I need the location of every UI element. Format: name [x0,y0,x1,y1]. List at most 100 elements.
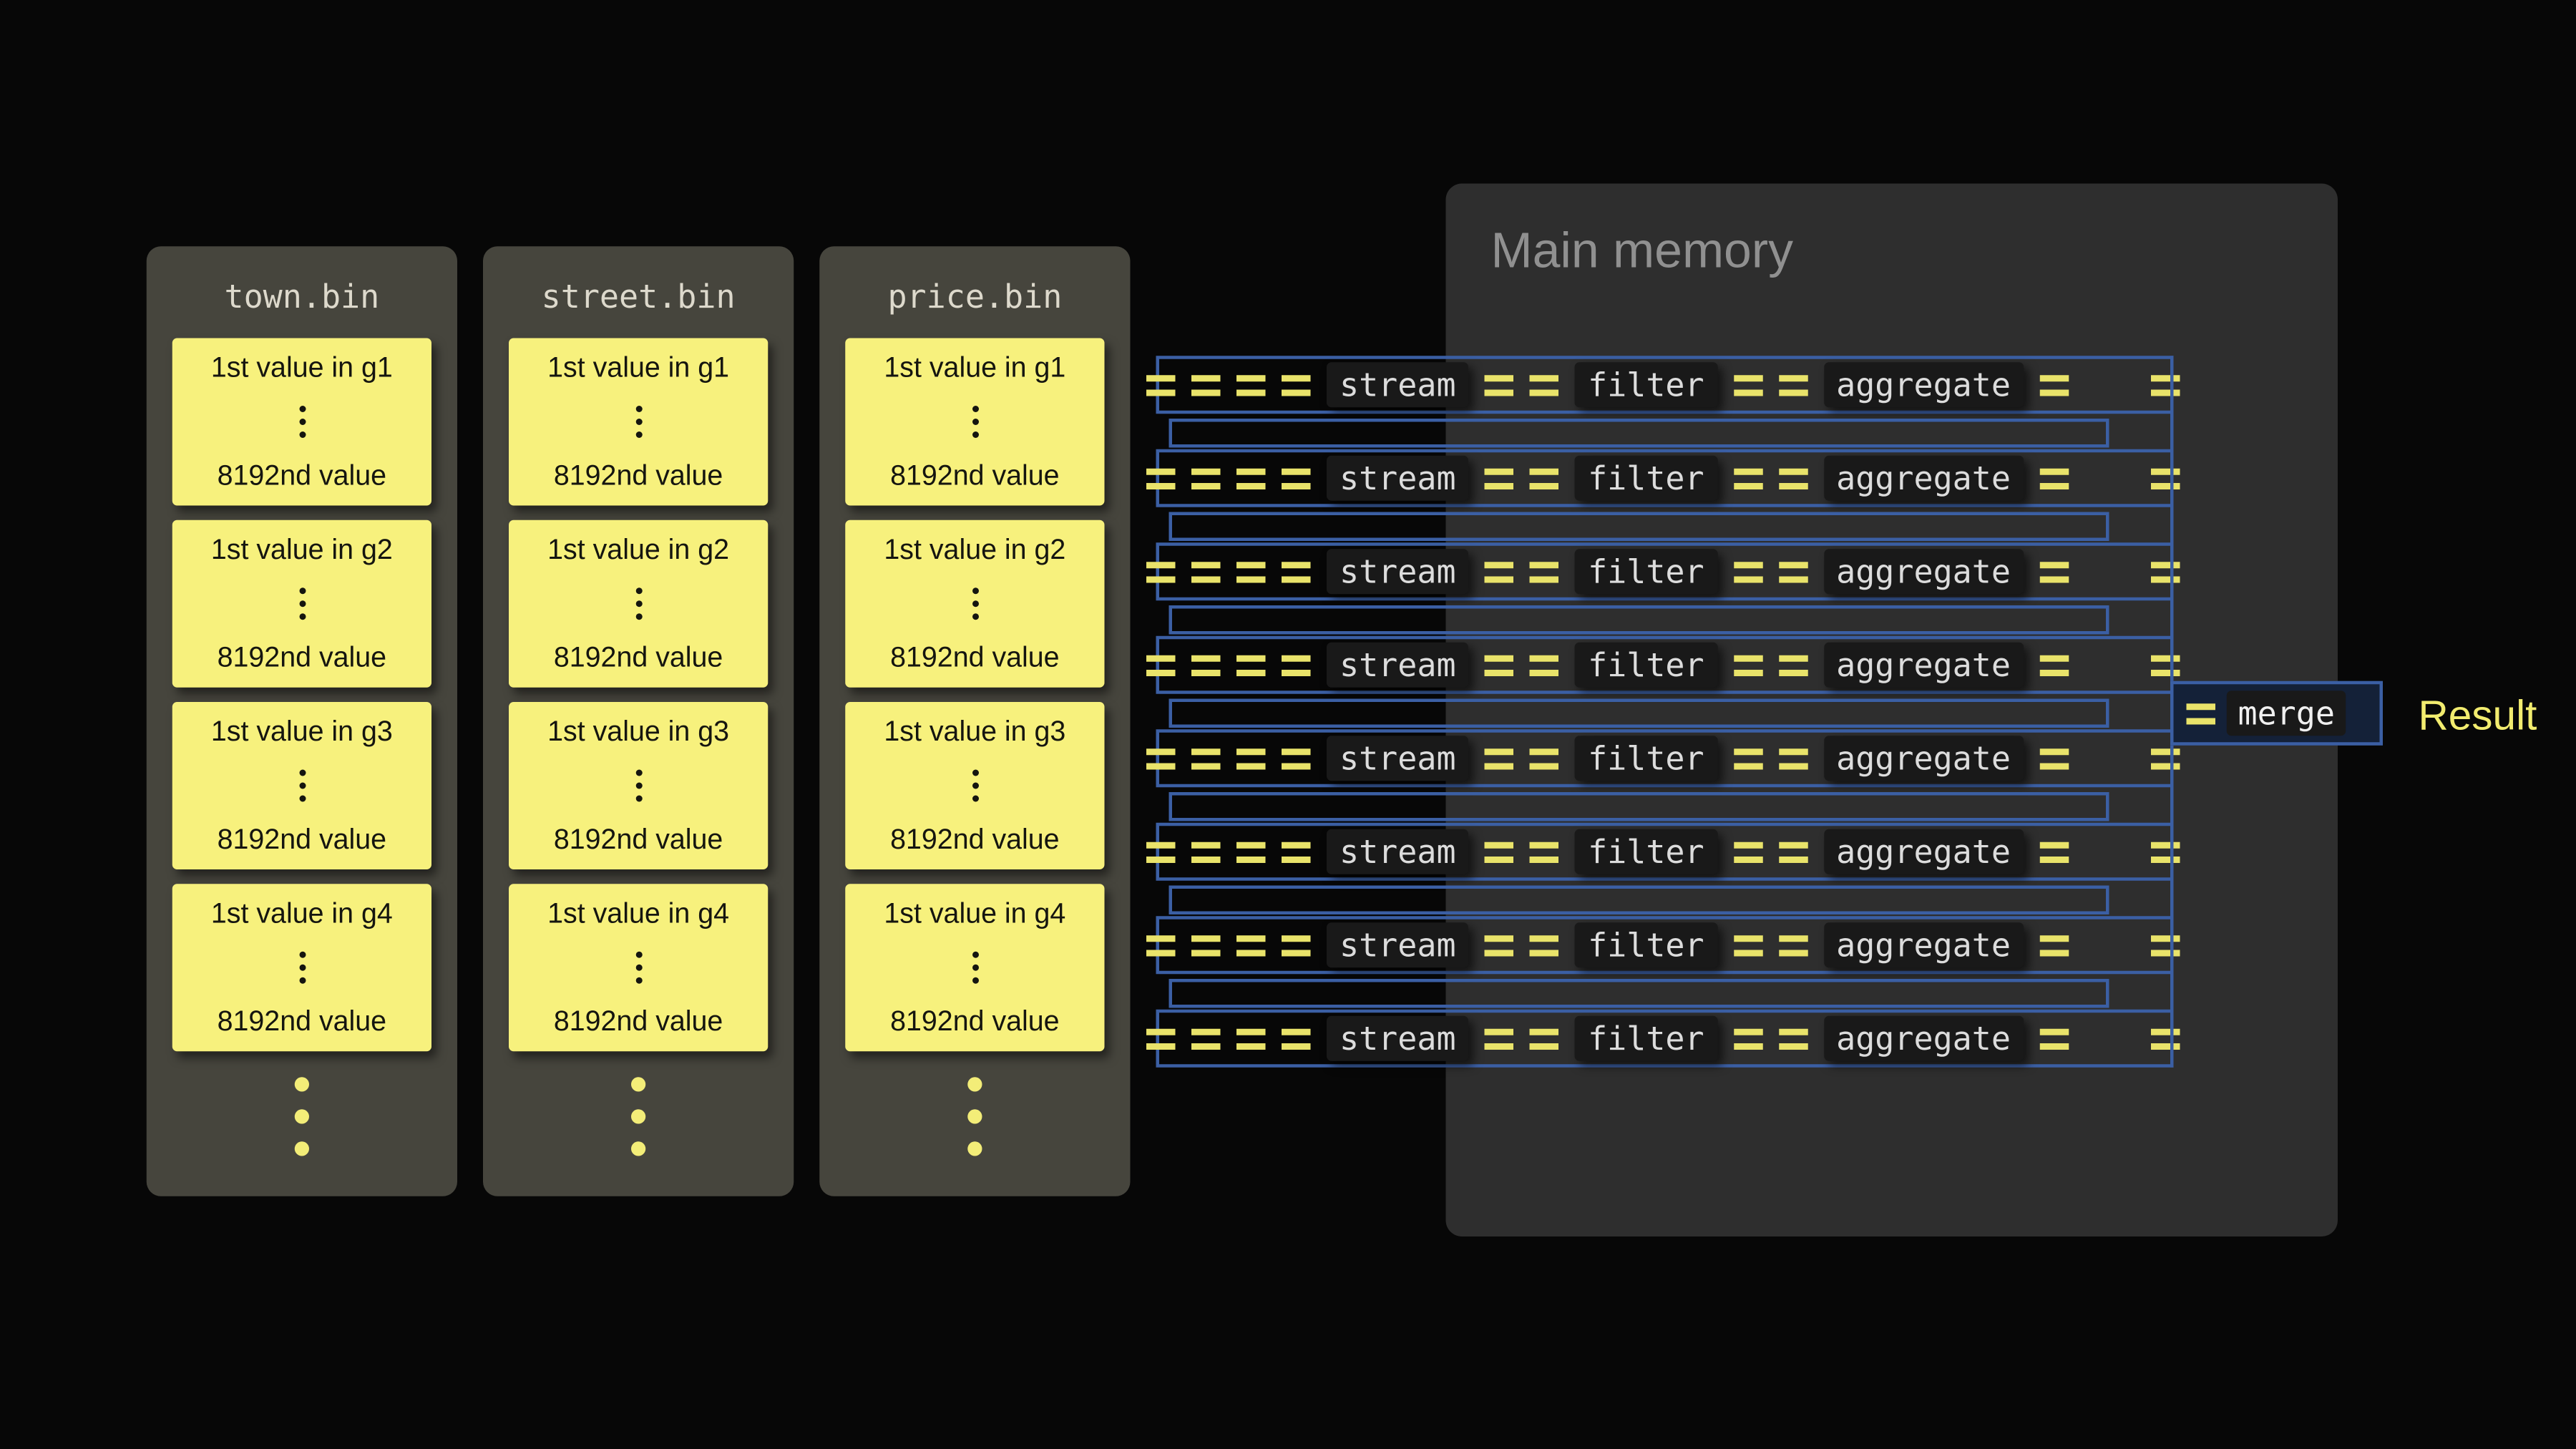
dash-icon [1485,654,1514,675]
merge-label: merge [2226,691,2346,736]
dot-icon [298,977,306,984]
dash-icon [1733,841,1762,862]
dash-icon [2151,1028,2180,1049]
vertical-ellipsis-icon [635,769,642,802]
dot-icon [635,951,642,958]
stage-label-stream: stream [1327,362,1469,408]
pipeline-connector [1169,979,2109,1008]
dot-icon [631,1077,646,1092]
dot-icon [631,1141,646,1156]
vertical-ellipsis-icon [971,769,978,802]
dash-icon [1146,1028,1176,1049]
dash-icon [1530,467,1559,489]
value-card: 1st value in g3 8192nd value [172,702,431,869]
pipeline-connector [1169,512,2109,541]
pipeline-connector [1169,885,2109,914]
stage-label-filter: filter [1575,736,1717,781]
card-last-value: 8192nd value [890,640,1060,673]
dot-icon [635,782,642,789]
vertical-ellipsis-icon [298,406,306,438]
dash-icon [1191,561,1221,582]
dot-icon [298,964,306,971]
dash-icon [1282,561,1311,582]
pipeline-connector [1169,419,2109,448]
dash-icon [2039,935,2069,956]
vertical-ellipsis-icon [635,406,642,438]
file-name-label: street.bin [541,277,736,316]
dot-icon [635,600,642,608]
more-groups-ellipsis-icon [631,1077,646,1156]
dash-icon [1485,374,1514,396]
result-label: Result [2418,691,2537,739]
dash-icon [2039,561,2069,582]
card-first-value: 1st value in g1 [210,351,393,384]
dash-icon [1146,748,1176,769]
dash-icon [1530,1028,1559,1049]
stage-label-aggregate: aggregate [1823,736,2024,781]
dot-icon [971,795,978,802]
dash-icon [1485,1028,1514,1049]
dot-icon [298,613,306,620]
pipeline-row: stream filter aggregate [1146,729,2180,788]
dash-icon [2151,561,2180,582]
dash-icon [1236,467,1266,489]
dash-icon [2039,1028,2069,1049]
dash-icon [2151,654,2180,675]
stage-label-stream: stream [1327,736,1469,781]
vertical-ellipsis-icon [298,769,306,802]
stage-label-aggregate: aggregate [1823,455,2024,501]
card-first-value: 1st value in g3 [884,715,1066,747]
dash-icon [1282,748,1311,769]
dash-icon [2039,748,2069,769]
dash-icon [1530,374,1559,396]
dash-icon [1282,841,1311,862]
dash-icon [1485,748,1514,769]
dot-icon [971,769,978,776]
dash-icon [1236,841,1266,862]
dash-icon [1146,654,1176,675]
vertical-ellipsis-icon [971,587,978,620]
dash-icon [2151,748,2180,769]
dot-icon [298,782,306,789]
dash-icon [1146,935,1176,956]
dash-icon [2039,374,2069,396]
dash-icon [1485,841,1514,862]
vertical-ellipsis-icon [971,406,978,438]
dot-icon [967,1141,982,1156]
dash-icon [1236,1028,1266,1049]
vertical-ellipsis-icon [298,951,306,984]
stage-label-aggregate: aggregate [1823,922,2024,968]
dash-icon [1530,561,1559,582]
dash-icon [1778,935,1807,956]
card-first-value: 1st value in g3 [210,715,393,747]
card-last-value: 8192nd value [217,822,387,855]
dot-icon [294,1109,309,1124]
pipeline-connector [1169,792,2109,821]
dash-icon [1191,748,1221,769]
dash-icon [1282,1028,1311,1049]
card-last-value: 8192nd value [217,640,387,673]
dot-icon [298,769,306,776]
stage-label-stream: stream [1327,1015,1469,1061]
dot-icon [635,964,642,971]
dash-icon [1282,467,1311,489]
dash-icon [1236,374,1266,396]
dash-icon [1733,561,1762,582]
dot-icon [971,613,978,620]
dot-icon [971,964,978,971]
dash-icon [2151,935,2180,956]
